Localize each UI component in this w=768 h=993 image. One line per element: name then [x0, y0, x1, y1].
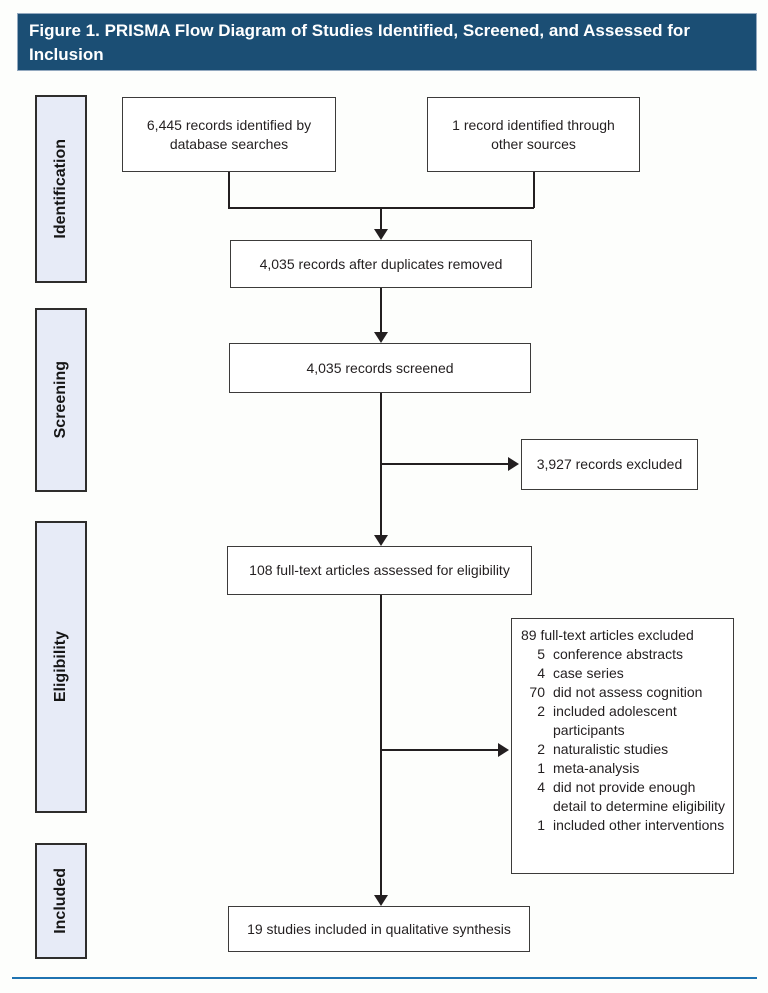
exclusion-reason-row: 5 conference abstracts	[521, 645, 729, 664]
stage-label-included: Included	[35, 843, 87, 959]
exclusion-reason-row: 2 included adolescent participants	[521, 702, 729, 740]
connector-merge-to-duplicates	[380, 207, 382, 230]
arrowhead-into-included	[374, 895, 388, 906]
reason-count: 4	[537, 665, 545, 681]
stage-label-eligibility: Eligibility	[35, 521, 87, 813]
connector-duplicates-to-screened	[380, 288, 382, 333]
connector-fulltext-to-included	[380, 595, 382, 896]
flow-box-database-records: 6,445 records identified by database sea…	[122, 97, 336, 172]
flow-box-duplicates-removed: 4,035 records after duplicates removed	[230, 240, 532, 288]
bottom-rule	[12, 977, 757, 979]
stage-label-identification-text: Identification	[52, 139, 69, 239]
reason-label: did not provide enough detail to determi…	[553, 779, 725, 814]
reason-label: included other interventions	[553, 817, 725, 833]
reason-count: 2	[537, 703, 545, 719]
connector-database-down	[228, 172, 230, 208]
connector-branch-records-excluded	[381, 463, 509, 465]
stage-label-screening-text: Screening	[52, 361, 69, 439]
flow-box-other-sources: 1 record identified through other source…	[427, 97, 640, 172]
flow-box-fulltext-assessed: 108 full-text articles assessed for elig…	[227, 546, 532, 595]
reason-label: naturalistic studies	[553, 741, 669, 757]
reason-label: did not assess cognition	[553, 684, 703, 700]
flow-box-fulltext-excluded: 89 full-text articles excluded 5 confere…	[511, 618, 734, 874]
arrowhead-into-records-excluded	[508, 457, 519, 471]
exclusion-reason-row: 1 meta-analysis	[521, 759, 729, 778]
exclusion-reason-row: 1 included other interventions	[521, 816, 729, 835]
exclusion-reason-row: 4 did not provide enough detail to deter…	[521, 778, 729, 816]
flow-box-records-screened: 4,035 records screened	[229, 343, 531, 393]
stage-label-screening: Screening	[35, 308, 87, 492]
connector-other-down	[533, 172, 535, 208]
reason-count: 2	[537, 741, 545, 757]
connector-branch-fulltext-excluded	[381, 749, 499, 751]
reason-count: 70	[529, 684, 545, 700]
stage-label-identification: Identification	[35, 95, 87, 283]
reason-label: meta-analysis	[553, 760, 640, 776]
arrowhead-into-screened	[374, 332, 388, 343]
reason-count: 1	[537, 760, 545, 776]
flow-box-records-excluded: 3,927 records excluded	[521, 439, 698, 490]
stage-label-included-text: Included	[52, 868, 69, 934]
exclusion-reason-row: 2 naturalistic studies	[521, 740, 729, 759]
exclusion-reason-row: 70 did not assess cognition	[521, 683, 729, 702]
flow-box-included-synthesis: 19 studies included in qualitative synth…	[228, 906, 530, 952]
reason-count: 4	[537, 779, 545, 795]
arrowhead-into-fulltext	[374, 535, 388, 546]
arrowhead-into-duplicates	[374, 229, 388, 240]
reason-label: case series	[553, 665, 624, 681]
connector-screened-to-fulltext	[380, 393, 382, 536]
fulltext-excluded-header: 89 full-text articles excluded	[521, 627, 694, 643]
reason-count: 5	[537, 646, 545, 662]
figure-title: Figure 1. PRISMA Flow Diagram of Studies…	[17, 13, 757, 71]
reason-label: included adolescent participants	[553, 703, 677, 738]
exclusion-reason-row: 4 case series	[521, 664, 729, 683]
arrowhead-into-fulltext-excluded	[498, 743, 509, 757]
reason-label: conference abstracts	[553, 646, 683, 662]
reason-count: 1	[537, 817, 545, 833]
stage-label-eligibility-text: Eligibility	[52, 631, 69, 703]
